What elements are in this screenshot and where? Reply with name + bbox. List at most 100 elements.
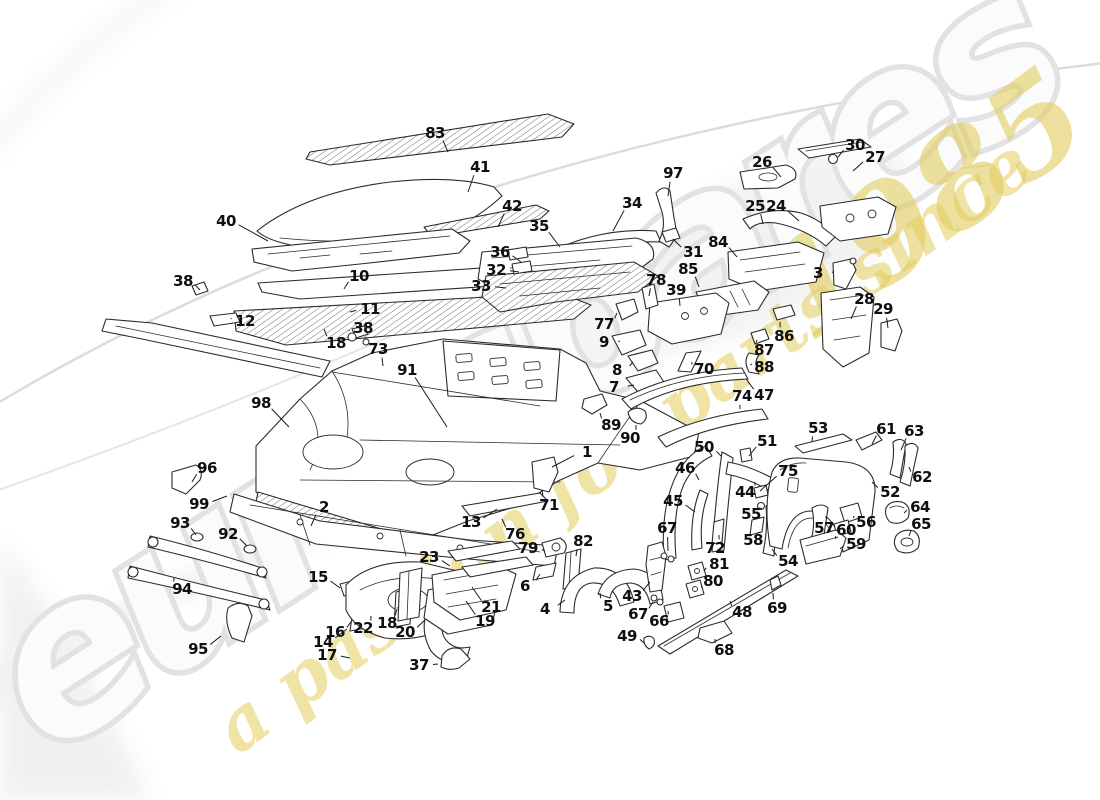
part-callout: 10 [343,267,369,290]
part-callout: 56 [852,513,876,531]
part-panel-39 [647,292,730,345]
part-callout: 45 [663,492,696,513]
part-number: 57 [814,519,834,537]
part-number: 89 [601,416,621,434]
callout-leader-line [340,655,351,659]
part-trim-panel-28-detail [829,294,867,341]
callout-leader-line [190,528,197,536]
part-number: 44 [735,483,755,501]
part-number: 14 [313,633,333,651]
part-callout: 18 [377,608,398,632]
part-number: 63 [904,422,924,440]
part-bracket-3 [832,258,857,290]
part-number: 11 [360,300,380,318]
callout-leader-line [467,174,475,193]
callout-leader-line [871,435,877,445]
part-number: 71 [539,496,559,514]
part-callout: 98 [251,394,290,428]
callout-leader-line [330,580,341,589]
part-number: 34 [622,194,642,212]
part-hinge-bracket-43 [645,541,667,593]
callout-leader-line [541,549,546,552]
part-callout: 33 [471,277,507,295]
part-lower-strip-12 [101,318,331,378]
callout-leader-line [756,531,761,534]
part-callout: 99 [189,495,228,513]
part-callout: 57 [814,515,834,537]
part-number: 5 [603,597,613,615]
part-number: 82 [573,532,593,550]
callout-leader-line [908,466,912,472]
part-callout: 64 [903,498,930,516]
part-bulkhead-slot-3 [523,361,541,371]
part-stud-51 [739,447,753,463]
callout-leader-line [442,140,449,153]
part-callout: 21 [471,586,501,616]
callout-leader-line [599,412,603,419]
part-number: 46 [675,459,695,477]
part-clip-38-left [191,281,209,296]
callout-leader-line [238,224,269,242]
part-bracket-32 [511,260,533,275]
part-callout: 71 [539,489,559,514]
part-callout: 23 [419,548,451,567]
part-rail-47 [621,367,749,410]
part-number: 13 [461,513,481,531]
part-bracket-95 [226,602,253,643]
part-bulkhead-slot-5 [491,375,509,385]
part-callout: 85 [678,260,700,288]
part-number: 75 [778,462,798,480]
part-callout: 62 [908,466,932,486]
part-number: 96 [197,459,217,477]
part-callout: 65 [908,515,931,537]
part-number: 12 [235,312,255,330]
part-hook-88 [745,352,760,375]
part-callout: 37 [409,656,439,674]
part-callout: 90 [620,424,640,447]
part-callout: 91 [397,361,448,428]
top-left-arc [0,0,160,144]
part-callout: 24 [766,197,800,222]
callout-leader-line [465,600,476,615]
callout-leader-line [548,232,561,248]
part-number: 81 [709,555,729,573]
callout-leader-line [209,635,222,645]
part-strip-62 [899,442,919,487]
part-bracket-9 [611,329,647,356]
part-callout: 70 [691,360,714,378]
callout-leader-line [335,628,348,639]
part-callout: 44 [735,481,756,501]
part-number: 1 [582,443,592,461]
part-callout: 29 [873,300,893,329]
part-number: 45 [663,492,683,510]
part-bulkhead-slot-4 [457,371,475,381]
part-link-rod-94 [127,565,271,611]
callout-leader-line [716,450,722,457]
callout-leader-line [839,546,843,550]
callout-leader-line [394,608,398,616]
part-callout: 83 [425,124,449,153]
part-number: 77 [594,315,614,333]
callout-leader-line [728,247,738,258]
part-callout: 1 [551,443,593,468]
part-number: 51 [757,432,777,450]
callout-leader-line [685,504,696,513]
callout-leader-line [648,288,651,297]
part-number: 30 [845,136,865,154]
part-number: 25 [745,197,765,215]
part-number: 15 [308,568,328,586]
part-callout: 66 [649,610,669,630]
callout-leader-line [323,328,328,337]
part-callout: 63 [900,422,924,451]
part-roof-rail-83 [305,113,575,166]
part-tub-bulkhead [442,340,561,402]
callout-leader-line [195,284,201,291]
part-shelf-panel-detail [499,271,631,297]
part-number: 74 [732,387,752,405]
callout-leader-line [497,213,505,228]
part-link-rod-eye-2 [256,566,268,578]
part-callout: 73 [368,340,388,367]
part-number: 47 [754,386,774,404]
part-number: 18 [377,614,397,632]
